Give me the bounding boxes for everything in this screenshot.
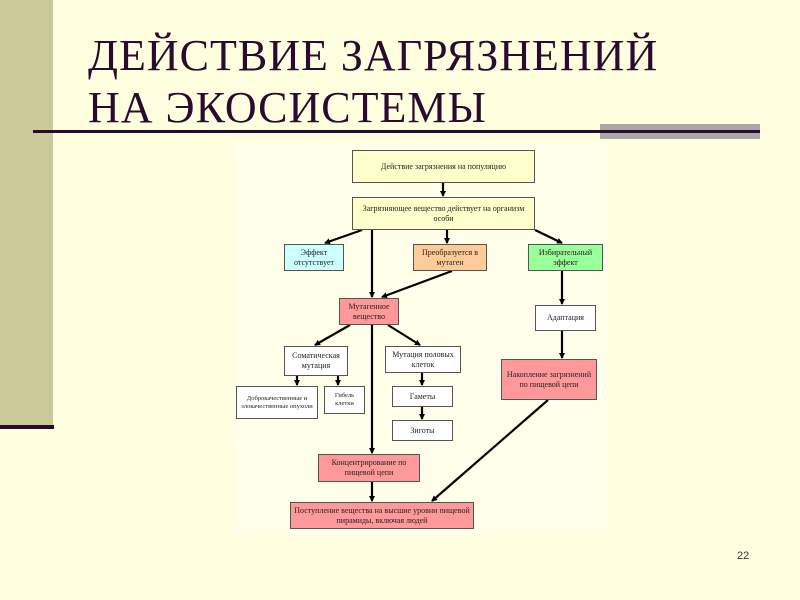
title-line-1: ДЕЙСТВИЕ ЗАГРЯЗНЕНИЙ <box>88 31 659 80</box>
node-zygotes: Зиготы <box>392 420 453 441</box>
title-line-2: НА ЭКОСИСТЕМЫ <box>88 83 487 132</box>
node-accumulation: Накопление загрязнений по пищевой цепи <box>501 359 597 400</box>
slide-title: ДЕЙСТВИЕ ЗАГРЯЗНЕНИЙ НА ЭКОСИСТЕМЫ <box>88 30 658 134</box>
node-cell-death: Гибель клетки <box>324 386 365 414</box>
node-no-effect: Эффект отсутствует <box>284 244 344 271</box>
node-adaptation: Адаптация <box>535 305 596 331</box>
node-mutagenic-substance: Мутагенное вещество <box>339 298 399 325</box>
node-organism-effect: Загрязняющее вещество действует на орган… <box>352 197 535 230</box>
page-number: 22 <box>737 550 750 562</box>
node-population-effect: Действие загрязнения на популяцию <box>352 150 535 183</box>
node-gametes: Гаметы <box>392 386 453 407</box>
node-somatic-mutation: Соматическая мутация <box>284 346 348 376</box>
title-underline <box>33 130 760 133</box>
node-tumors: Доброкачественные и злокачественные опух… <box>236 386 318 419</box>
node-to-mutagen: Преобразуется в мутаген <box>413 244 487 271</box>
left-accent-line <box>0 425 54 429</box>
node-germ-cell-mutation: Мутация половых клеток <box>385 346 461 373</box>
node-higher-levels: Поступление вещества на высшие уровни пи… <box>290 502 474 529</box>
node-selective-effect: Избирательный эффект <box>528 244 603 271</box>
node-concentration: Концентрирование по пищевой цепи <box>318 454 420 482</box>
left-accent-bar <box>0 0 53 425</box>
